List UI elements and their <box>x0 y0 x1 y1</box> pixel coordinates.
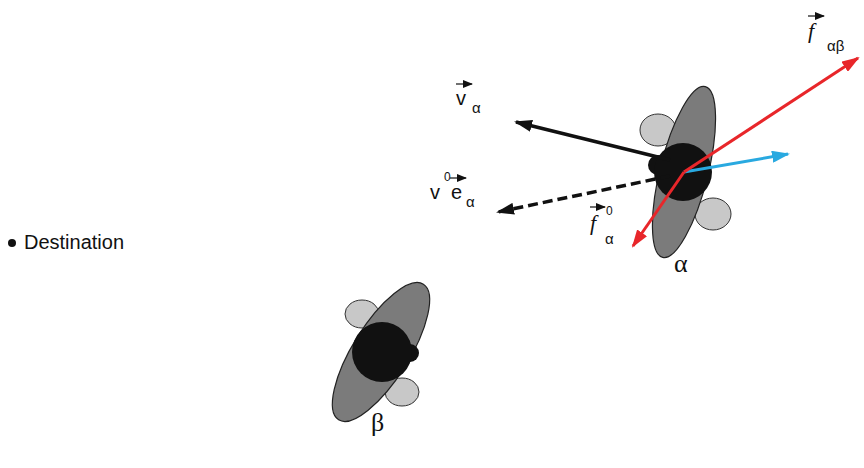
vector-mark <box>590 206 605 207</box>
bullet <box>8 239 16 247</box>
vector-symbol: e <box>451 182 462 202</box>
person-label: α <box>674 251 688 277</box>
subscript: α <box>472 100 481 115</box>
place-label: Destination <box>24 232 124 252</box>
vector-arrow <box>498 176 670 212</box>
superscript: 0 <box>444 171 451 183</box>
force-arrow <box>684 58 858 172</box>
vector-symbol: f <box>590 212 596 234</box>
vector-symbol: f <box>808 20 814 42</box>
subscript: α <box>466 194 475 209</box>
vector-mark <box>808 15 824 16</box>
subscript: αβ <box>827 38 844 53</box>
superscript: 0 <box>606 205 613 217</box>
vector-mark <box>456 83 472 84</box>
person-label: β <box>371 410 384 436</box>
vector-symbol: v <box>456 88 466 108</box>
force-arrow <box>633 172 684 246</box>
vector-arrow <box>516 122 670 160</box>
vector-symbol: v <box>430 182 440 202</box>
subscript: α <box>605 231 614 246</box>
vector-mark <box>450 177 466 178</box>
